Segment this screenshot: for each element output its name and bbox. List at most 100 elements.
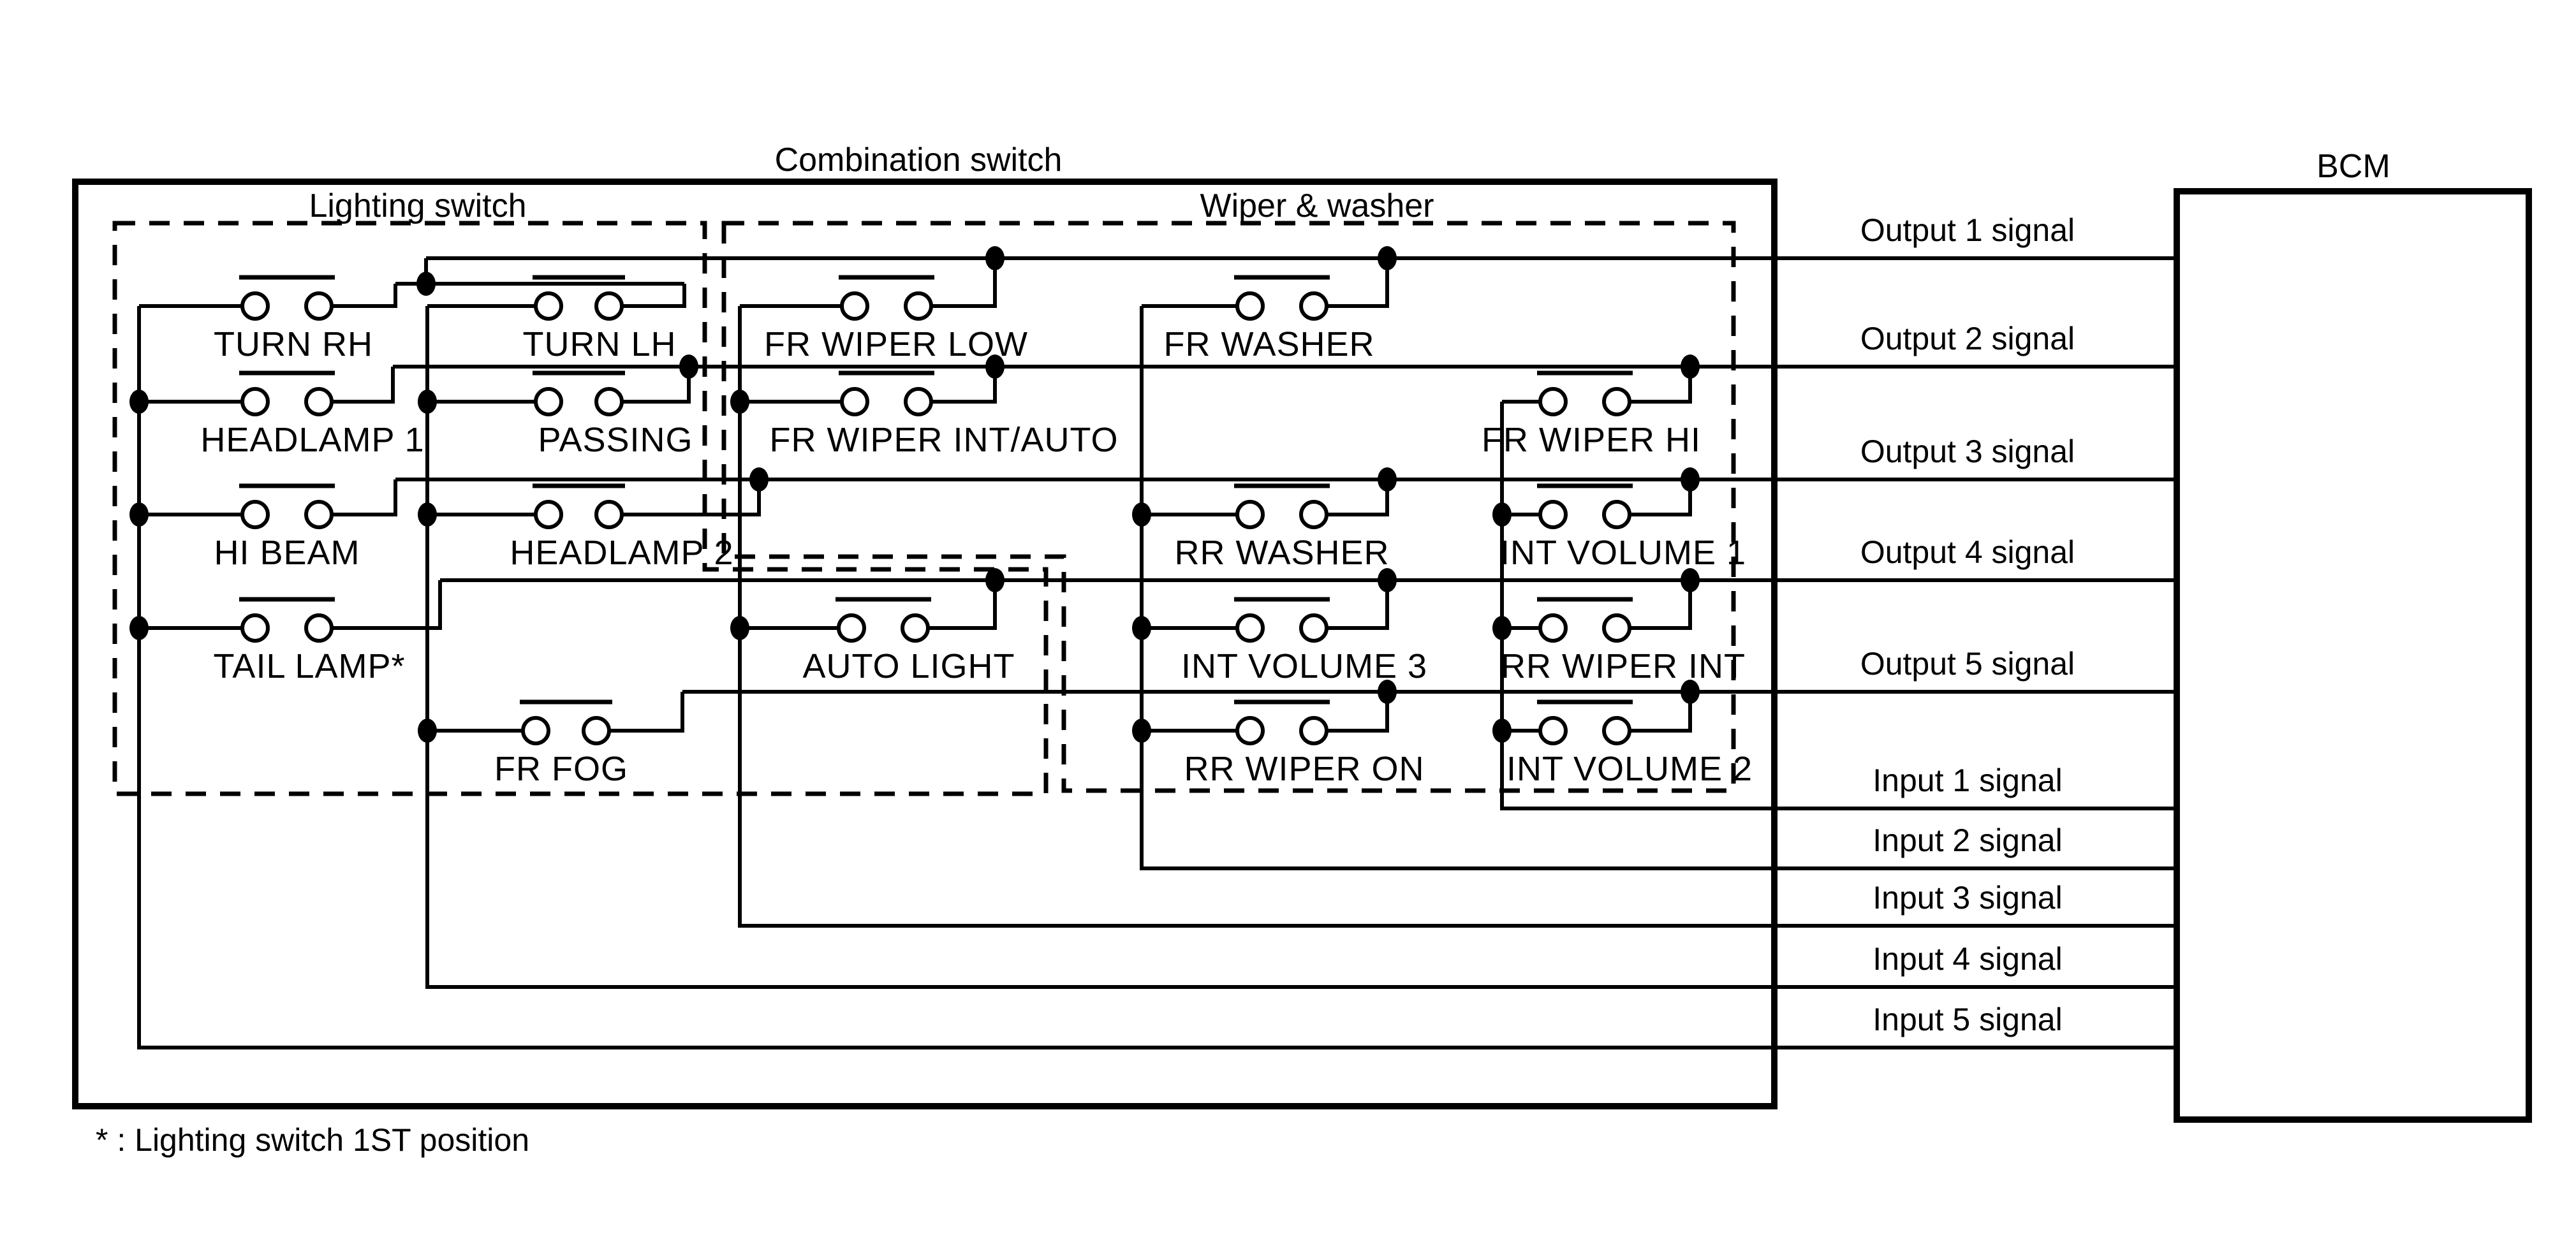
contact-circle xyxy=(521,716,550,745)
input-2-bus-line xyxy=(1140,306,2177,870)
switch-label: FR WIPER LOW xyxy=(764,325,1028,363)
switch-label: TAIL LAMP* xyxy=(213,647,405,685)
switch-label: FR WIPER HI xyxy=(1482,421,1701,459)
lighting-dashed-box xyxy=(112,221,1049,796)
switch-headlamp-2: HEADLAMP 2 xyxy=(427,479,761,572)
switch-label: FR WASHER xyxy=(1164,325,1375,363)
input-4-bus-line xyxy=(425,306,2177,989)
contact-circle xyxy=(304,291,334,321)
switch-label: INT VOLUME 1 xyxy=(1500,534,1746,572)
signal-labels: Output 1 signal Output 2 signal Output 3… xyxy=(1860,212,2075,1037)
switch-label: HEADLAMP 2 xyxy=(510,534,733,572)
contact-circle xyxy=(1538,500,1568,529)
switch-fr-washer: FR WASHER xyxy=(1142,258,1389,363)
contact-circle xyxy=(304,613,334,643)
contact-circle xyxy=(1538,613,1568,643)
contact-circle xyxy=(1538,716,1568,745)
contact-circle xyxy=(240,613,270,643)
switch-int-volume-3: INT VOLUME 3 xyxy=(1142,580,1427,685)
switch-rr-washer: RR WASHER xyxy=(1142,479,1389,572)
combination-switch-box xyxy=(72,179,1777,1109)
switch-label: AUTO LIGHT xyxy=(802,647,1015,685)
input-2-label: Input 2 signal xyxy=(1873,822,2062,858)
contact-circle xyxy=(1235,291,1265,321)
switch-label: TURN RH xyxy=(214,325,373,363)
input-3-label: Input 3 signal xyxy=(1873,880,2062,916)
wiper-dashed-box xyxy=(721,221,1736,793)
contact-circle xyxy=(840,387,869,416)
switch-label: HEADLAMP 1 xyxy=(200,421,424,459)
switch-hi-beam: HI BEAM xyxy=(139,479,397,572)
switch-rr-wiper-on: RR WIPER ON xyxy=(1142,692,1424,788)
output-4-label: Output 4 signal xyxy=(1860,534,2075,570)
contact-circle xyxy=(1235,716,1265,745)
output-2-label: Output 2 signal xyxy=(1860,321,2075,356)
switch-int-volume-1: INT VOLUME 1 xyxy=(1500,479,1746,572)
contact-circle xyxy=(901,613,930,643)
switch-passing: PASSING xyxy=(427,367,693,459)
contact-circle xyxy=(534,387,563,416)
switch-label: FR WIPER INT/AUTO xyxy=(769,421,1118,459)
input-5-label: Input 5 signal xyxy=(1873,1002,2062,1037)
contact-circle xyxy=(1299,500,1328,529)
switch-int-volume-2: INT VOLUME 2 xyxy=(1502,692,1753,788)
contact-circle xyxy=(1602,716,1631,745)
switch-label: INT VOLUME 3 xyxy=(1181,647,1427,685)
bcm-label: BCM xyxy=(2316,148,2390,185)
switch-fr-wiper-hi: FR WIPER HI xyxy=(1482,367,1701,459)
contact-circle xyxy=(1602,613,1631,643)
contact-circle xyxy=(1235,500,1265,529)
contact-circle xyxy=(840,291,869,321)
footnote: * : Lighting switch 1ST position xyxy=(96,1122,529,1158)
contact-circle xyxy=(1538,387,1568,416)
output-5-label: Output 5 signal xyxy=(1860,646,2075,682)
switch-rr-wiper-int: RR WIPER INT xyxy=(1501,580,1746,685)
switch-fr-wiper-int-auto: FR WIPER INT/AUTO xyxy=(740,367,1118,459)
switch-label: INT VOLUME 2 xyxy=(1506,750,1753,788)
input-1-bus-line xyxy=(1500,402,2177,810)
input-5-bus-line xyxy=(137,306,2177,1049)
contact-circle xyxy=(1235,613,1265,643)
contact-circle xyxy=(582,716,611,745)
switch-label: RR WIPER ON xyxy=(1184,750,1424,788)
contact-circle xyxy=(594,500,624,529)
switch-label: PASSING xyxy=(538,421,693,459)
contact-circle xyxy=(304,387,334,416)
input-4-label: Input 4 signal xyxy=(1873,941,2062,977)
contact-circle xyxy=(240,500,270,529)
contact-circle xyxy=(837,613,866,643)
switch-tail-lamp: TAIL LAMP* xyxy=(139,580,442,685)
switch-fr-fog: FR FOG xyxy=(427,692,684,788)
switch-label: RR WASHER xyxy=(1174,534,1389,572)
switch-label: HI BEAM xyxy=(214,534,360,572)
contact-circle xyxy=(240,387,270,416)
input-1-label: Input 1 signal xyxy=(1873,763,2062,798)
switch-auto-light: AUTO LIGHT xyxy=(740,580,1015,685)
switch-fr-wiper-low: FR WIPER LOW xyxy=(740,258,1028,363)
contact-circle xyxy=(304,500,334,529)
contact-circle xyxy=(904,387,933,416)
switch-label: TURN LH xyxy=(522,325,676,363)
switch-turn-lh: TURN LH xyxy=(427,275,686,363)
contact-circle xyxy=(1299,291,1328,321)
contact-circle xyxy=(594,291,624,321)
contact-circle xyxy=(534,500,563,529)
output-3-label: Output 3 signal xyxy=(1860,434,2075,469)
switch-headlamp-1: HEADLAMP 1 xyxy=(139,367,424,459)
lighting-group-label: Lighting switch xyxy=(309,187,526,224)
contact-circle xyxy=(594,387,624,416)
contact-circle xyxy=(1299,716,1328,745)
junction-dots xyxy=(129,246,1700,743)
output-1-label: Output 1 signal xyxy=(1860,212,2075,248)
contact-circle xyxy=(1602,500,1631,529)
output-lines xyxy=(393,256,2177,694)
contact-circle xyxy=(240,291,270,321)
wiper-group-label: Wiper & washer xyxy=(1200,187,1434,224)
contact-circle xyxy=(1602,387,1631,416)
switch-label: FR FOG xyxy=(494,750,628,788)
switch-label: RR WIPER INT xyxy=(1501,647,1746,685)
switch-turn-rh: TURN RH xyxy=(139,275,397,363)
contact-circle xyxy=(1299,613,1328,643)
